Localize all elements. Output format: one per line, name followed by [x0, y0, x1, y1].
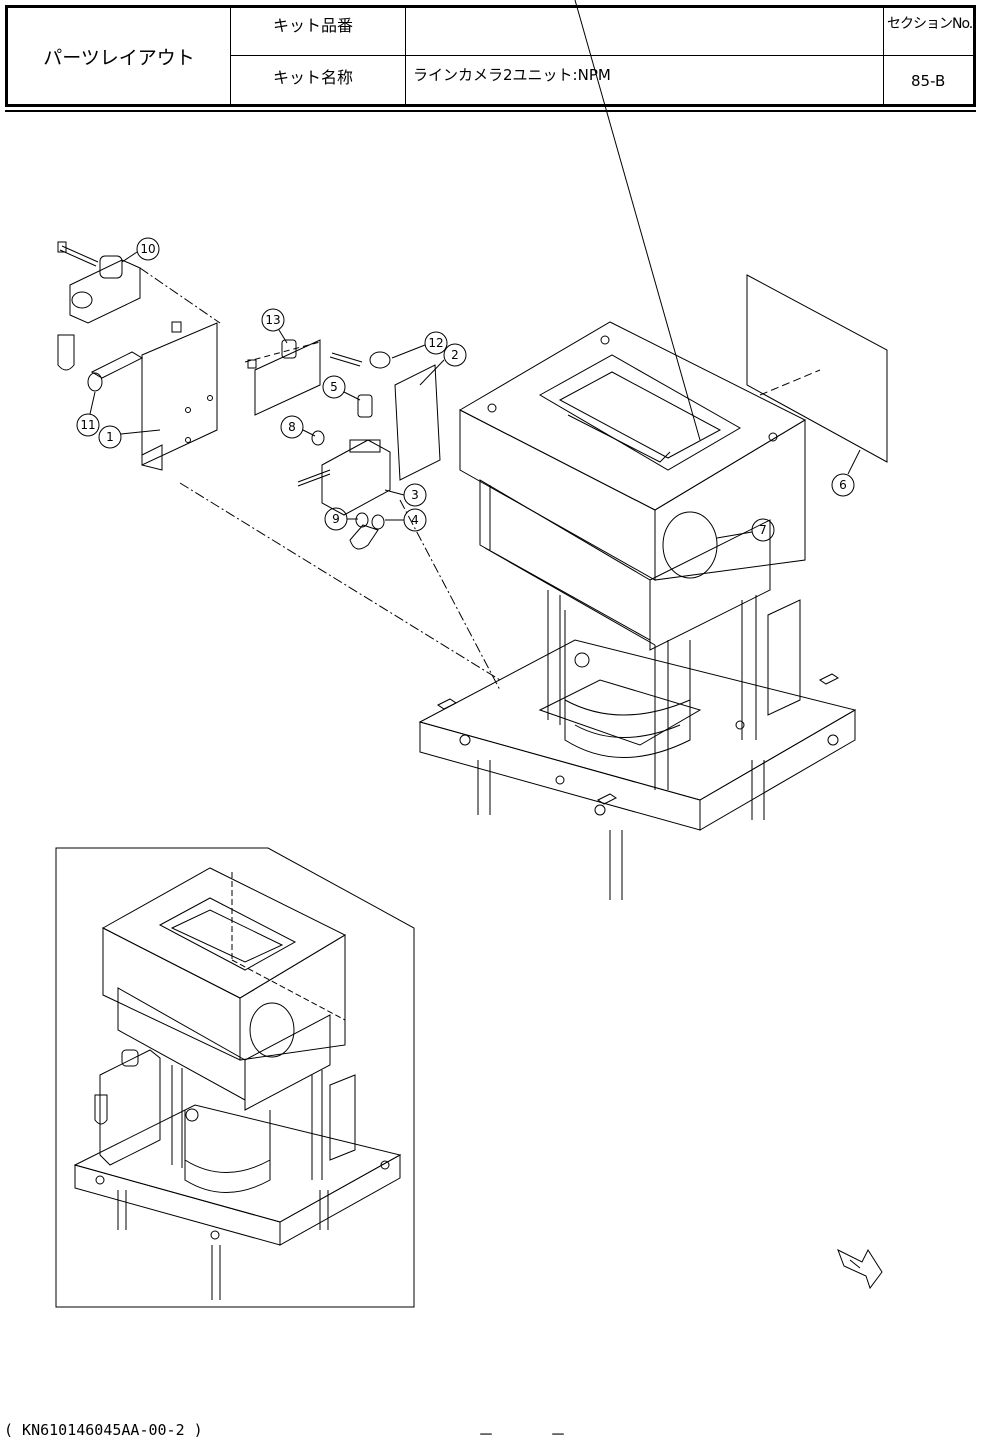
page-number-left: － [478, 1421, 494, 1445]
lens-window [663, 512, 717, 578]
part-callouts: 1 2 3 4 5 6 7 8 9 10 11 12 13 [77, 238, 860, 541]
callout-13: 13 [265, 313, 280, 327]
callout-1: 1 [106, 430, 114, 444]
callout-10: 10 [140, 242, 155, 256]
assembled-view-inset [56, 848, 414, 1307]
callout-9: 9 [332, 512, 340, 526]
callout-11: 11 [80, 418, 95, 432]
callout-2: 2 [451, 348, 459, 362]
page-number-right: － [550, 1421, 566, 1445]
callout-5: 5 [330, 380, 338, 394]
callout-3: 3 [411, 488, 419, 502]
callout-12: 12 [428, 336, 443, 350]
callout-6: 6 [839, 478, 847, 492]
view-direction-arrow-icon [838, 1250, 882, 1288]
callout-4: 4 [411, 513, 419, 527]
callout-7: 7 [759, 523, 767, 537]
callout-8: 8 [288, 420, 296, 434]
cover-sheet-part-6 [747, 275, 887, 462]
camera-unit-main [420, 0, 855, 900]
valve-assembly-exploded [58, 242, 500, 690]
document-code: ( KN610146045AA-00-2 ) [4, 1421, 203, 1439]
